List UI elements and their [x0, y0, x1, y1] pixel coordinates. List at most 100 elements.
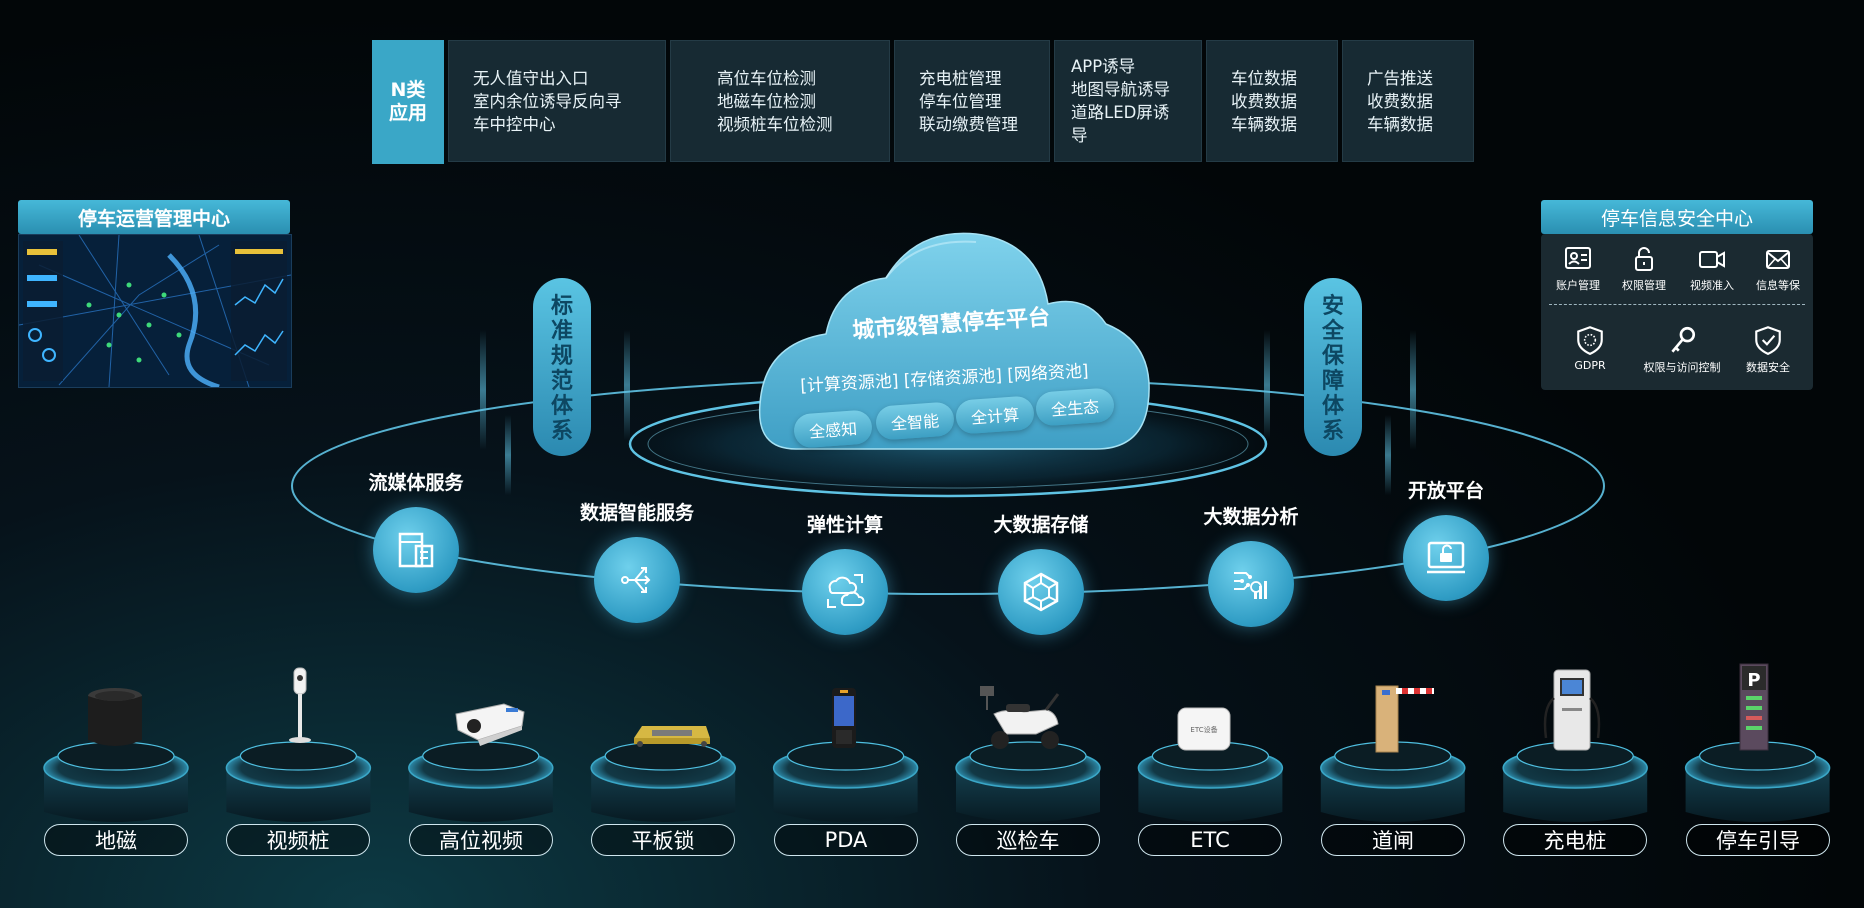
security-divider [1549, 304, 1805, 305]
device-video-pile [286, 666, 314, 744]
pillar-char: 体 [1321, 394, 1344, 419]
app-box-4: APP诱导 地图导航诱导 道路LED屏诱导 [1054, 40, 1202, 162]
device-label-pda: PDA [774, 824, 918, 856]
app-box-3: 充电桩管理 停车位管理 联动缴费管理 [894, 40, 1050, 162]
etc-sticker-text: ETC设备 [1190, 725, 1217, 734]
sec-item-permission: 权限管理 [1609, 244, 1679, 293]
video-pile-icon [289, 667, 311, 743]
device-flat-lock [630, 720, 712, 750]
service-media [373, 507, 459, 593]
n-apps-label: N类 应用 [372, 40, 444, 164]
standards-pillar: 标 准 规 范 体 系 [533, 278, 591, 456]
service-label-elastic: 弹性计算 [806, 514, 884, 536]
app-line: 车位数据 [1231, 68, 1297, 88]
patrol-scooter-icon [980, 686, 1060, 749]
app-line: 车中控中心 [473, 114, 556, 134]
security-pillar: 安 全 保 障 体 系 [1304, 278, 1362, 456]
cloud-chip-ecosystem: 全生态 [1034, 387, 1116, 427]
sec-item-label: 数据安全 [1746, 361, 1790, 374]
pillar-char: 体 [550, 394, 573, 419]
app-line: 联动缴费管理 [919, 114, 1018, 134]
sec-item-label: 账户管理 [1556, 279, 1600, 292]
service-analytics [1208, 541, 1294, 627]
pillar-char: 系 [1321, 419, 1344, 444]
service-label-analytics: 大数据分析 [1203, 506, 1299, 528]
sec-item-gdpr: GDPR [1555, 324, 1625, 372]
cloud-chip-intelligence: 全智能 [874, 401, 956, 441]
ops-center-title: 停车运营管理中心 [18, 200, 290, 234]
sec-item-data-security: 数据安全 [1733, 324, 1803, 375]
device-label-geomagnetic: 地磁 [44, 824, 188, 856]
device-label-high-video: 高位视频 [409, 824, 553, 856]
device-label-charging-pile: 充电桩 [1503, 824, 1647, 856]
lock-icon [1635, 247, 1653, 271]
analytics-icon [1234, 572, 1267, 599]
geomagnetic-sensor-icon [88, 688, 142, 746]
share-arrows-icon [621, 567, 651, 593]
gdpr-shield-icon [1577, 326, 1603, 356]
app-box-2: 高位车位检测 地磁车位检测 视频桩车位检测 [670, 40, 890, 162]
pillar-char: 准 [550, 319, 573, 344]
service-label-data-intelligence: 数据智能服务 [579, 502, 695, 524]
app-line: 室内余位诱导反向寻 [473, 91, 622, 111]
ops-dashboard-screenshot [18, 234, 292, 388]
device-patrol-vehicle [976, 680, 1068, 752]
pda-device-icon [832, 688, 856, 748]
device-geomagnetic [86, 686, 144, 752]
hexagon-network-icon [1023, 572, 1059, 612]
service-label-storage: 大数据存储 [993, 514, 1089, 536]
app-line: 停车位管理 [919, 91, 1002, 111]
pillar-char: 标 [550, 294, 573, 319]
app-line: 车辆数据 [1231, 114, 1297, 134]
device-label-etc: ETC [1138, 824, 1282, 856]
key-icon [1671, 326, 1696, 353]
pillar-char: 系 [550, 419, 573, 444]
device-label-parking-guide: 停车引导 [1686, 824, 1830, 856]
pillar-char: 障 [1321, 369, 1344, 394]
device-pda [830, 686, 858, 750]
device-high-video [452, 700, 526, 750]
security-panel: 账户管理 权限管理 视频准入 信息等保 [1541, 234, 1813, 390]
app-line: 地图导航诱导 [1071, 80, 1170, 99]
cloud-chip-computing: 全计算 [954, 395, 1036, 435]
app-line: APP诱导 [1071, 57, 1136, 76]
service-data-intelligence [594, 537, 680, 623]
app-box-6: 广告推送 收费数据 车辆数据 [1342, 40, 1474, 162]
high-video-camera-icon [455, 703, 525, 746]
app-line: 视频桩车位检测 [717, 114, 833, 134]
unlock-monitor-icon [1427, 541, 1465, 574]
service-elastic [802, 549, 888, 635]
dashboard-map-graphic [19, 235, 291, 387]
sec-item-label: 权限管理 [1622, 279, 1666, 292]
service-label-open-platform: 开放平台 [1407, 480, 1485, 502]
device-label-flat-lock: 平板锁 [591, 824, 735, 856]
check-shield-icon [1755, 326, 1781, 356]
flat-lock-icon [634, 726, 710, 747]
device-etc: ETC设备 [1176, 706, 1232, 752]
barrier-gate-icon [1375, 685, 1434, 753]
service-open-platform [1403, 515, 1489, 601]
video-camera-icon [1699, 251, 1725, 268]
app-line: 收费数据 [1367, 91, 1433, 111]
app-line: 广告推送 [1367, 68, 1433, 88]
charging-pile-icon [1543, 669, 1601, 751]
sec-item-label: GDPR [1574, 359, 1606, 372]
sec-item-protection: 信息等保 [1743, 244, 1813, 293]
sec-item-account: 账户管理 [1543, 244, 1613, 293]
device-label-video-pile: 视频桩 [226, 824, 370, 856]
service-label-media: 流媒体服务 [368, 472, 464, 494]
sec-item-label: 视频准入 [1690, 279, 1734, 292]
app-line: 道路LED屏诱导 [1071, 103, 1170, 145]
pillar-char: 规 [550, 344, 573, 369]
security-center-title: 停车信息安全中心 [1541, 200, 1813, 234]
cloud-chip-perception: 全感知 [792, 409, 874, 449]
pillar-char: 安 [1321, 294, 1344, 319]
device-label-barrier-gate: 道闸 [1321, 824, 1465, 856]
sec-item-label: 信息等保 [1756, 279, 1800, 292]
app-line: 充电桩管理 [919, 68, 1002, 88]
app-box-5: 车位数据 收费数据 车辆数据 [1206, 40, 1338, 162]
media-server-icon [398, 532, 434, 568]
sec-item-label: 权限与访问控制 [1643, 361, 1721, 374]
app-box-1: 无人值守出入口 室内余位诱导反向寻 车中控中心 [448, 40, 666, 162]
device-parking-guide: P [1738, 662, 1770, 752]
